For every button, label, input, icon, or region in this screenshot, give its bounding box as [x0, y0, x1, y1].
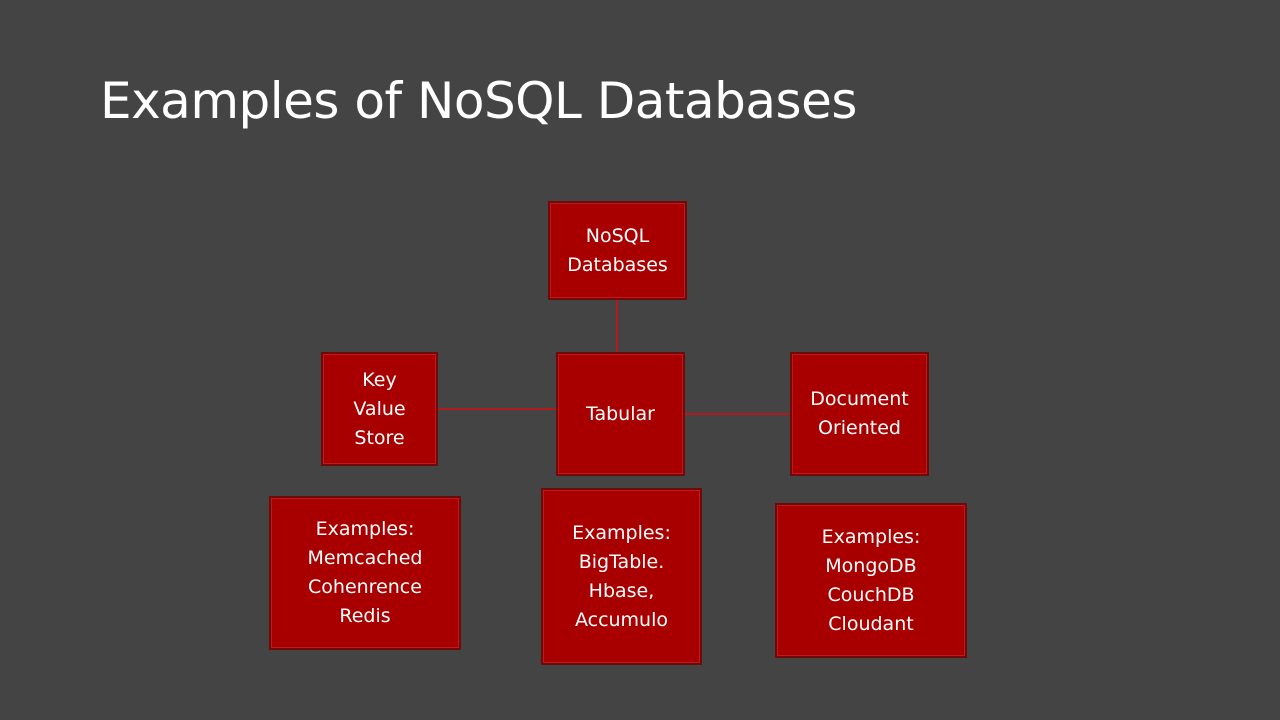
examples-node-label: Examples: Memcached Cohenrence Redis: [307, 518, 423, 627]
category-node-document-oriented: Document Oriented: [790, 352, 929, 476]
examples-node-key-value: Examples: Memcached Cohenrence Redis: [269, 496, 461, 650]
category-node-label: Key Value Store: [353, 368, 406, 449]
examples-node-document: Examples: MongoDB CouchDB Cloudant: [775, 503, 967, 658]
examples-node-tabular: Examples: BigTable. Hbase, Accumulo: [541, 488, 702, 665]
connector-keyvalue-to-tabular: [437, 408, 557, 410]
examples-node-label: Examples: MongoDB CouchDB Cloudant: [821, 525, 921, 635]
category-node-tabular: Tabular: [556, 352, 685, 476]
category-node-label: Document Oriented: [810, 388, 909, 439]
examples-node-label: Examples: BigTable. Hbase, Accumulo: [572, 521, 671, 631]
connector-root-to-tabular: [616, 298, 618, 354]
root-node-nosql-databases: NoSQL Databases: [548, 201, 687, 300]
connector-tabular-to-document: [683, 413, 791, 415]
category-node-key-value-store: Key Value Store: [321, 352, 438, 466]
slide-title: Examples of NoSQL Databases: [100, 72, 857, 130]
category-node-label: Tabular: [586, 402, 655, 425]
root-node-label: NoSQL Databases: [567, 224, 668, 276]
